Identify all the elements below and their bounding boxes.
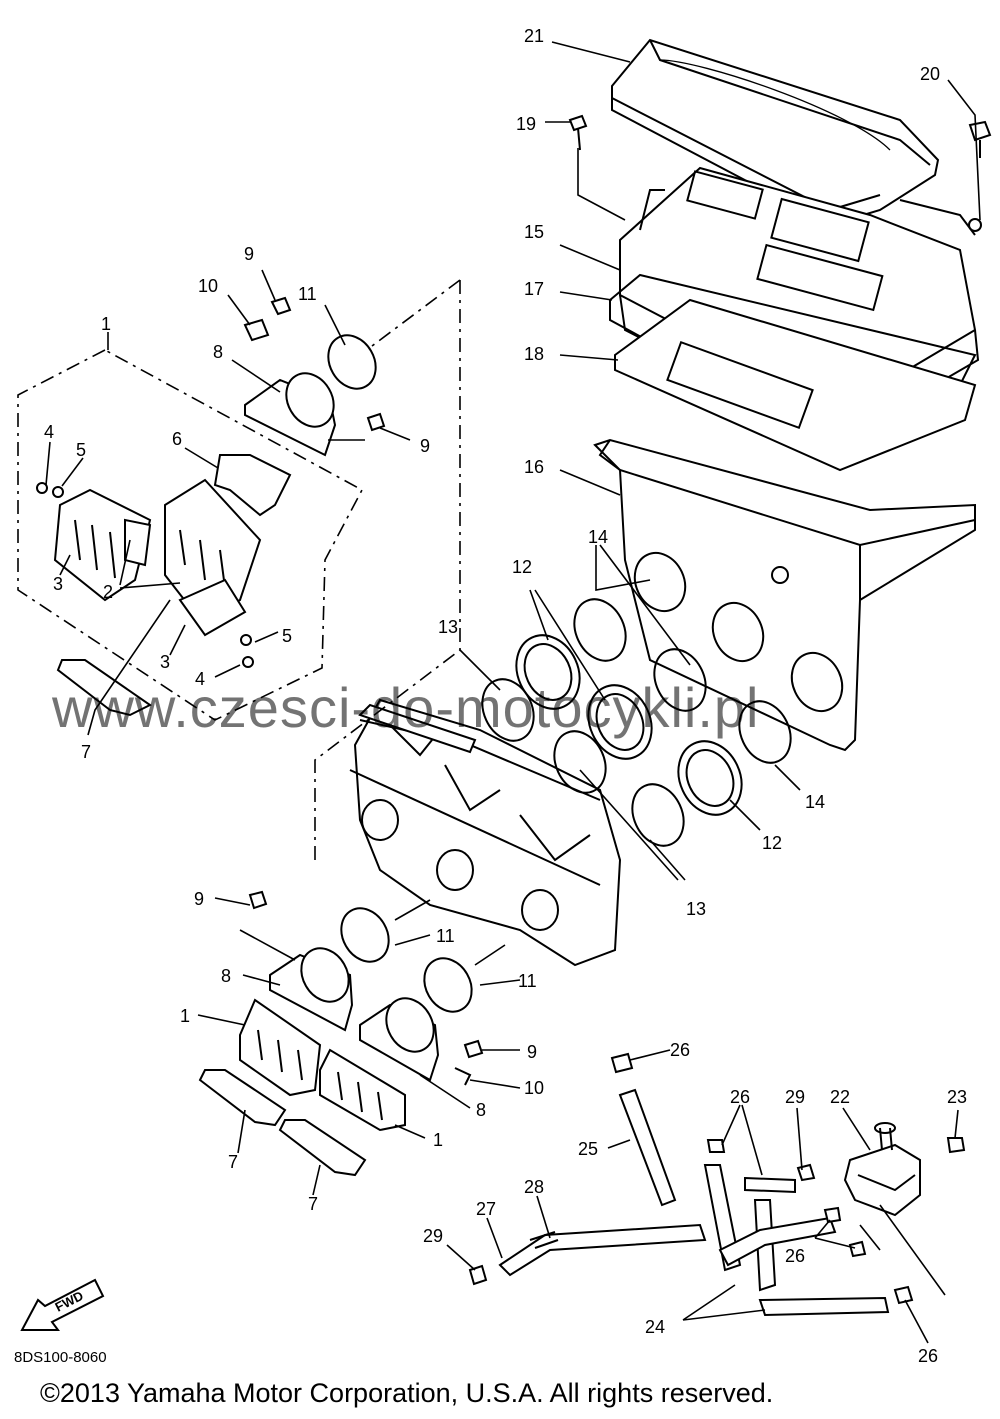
callout-21: 21 (524, 26, 544, 46)
callout-11a: 11 (298, 284, 317, 304)
air-filter-element-18 (614, 298, 977, 472)
fuel-hoses (468, 1052, 914, 1317)
callout-9b: 9 (420, 436, 430, 456)
callout-8a: 8 (213, 342, 223, 362)
callout-16: 16 (524, 457, 544, 477)
callout-29b: 29 (423, 1226, 443, 1246)
callout-29a: 29 (785, 1087, 805, 1107)
air-box-upper-case (619, 166, 982, 442)
callout-8c: 8 (476, 1100, 486, 1120)
callout-15: 15 (524, 222, 544, 242)
callout-labels: 21 20 19 15 17 18 16 14 12 13 14 12 13 9… (44, 26, 967, 1366)
reed-valve-assemblies-lower (198, 998, 406, 1177)
callout-18: 18 (524, 344, 544, 364)
callout-12b: 12 (762, 833, 782, 853)
fwd-arrow-icon: FWD (20, 1278, 105, 1331)
callout-5a: 5 (76, 440, 86, 460)
callout-26b: 26 (730, 1087, 750, 1107)
callout-4a: 4 (44, 422, 54, 442)
callout-14a: 14 (588, 527, 608, 547)
callout-10b: 10 (524, 1078, 544, 1098)
hose-clamps-13-14 (481, 598, 792, 847)
callout-13a: 13 (438, 617, 458, 637)
intake-manifold-upper (243, 296, 386, 457)
intake-group-outline (314, 279, 461, 860)
callout-5b: 5 (282, 626, 292, 646)
callout-19: 19 (516, 114, 536, 134)
callout-7a: 7 (81, 742, 91, 762)
reed-valve-assembly-left (36, 454, 292, 717)
callout-9d: 9 (527, 1042, 537, 1062)
callout-23: 23 (947, 1087, 967, 1107)
leader-lines (45, 41, 981, 1344)
air-box-lower-case (593, 438, 976, 752)
callout-25: 25 (578, 1139, 598, 1159)
callout-8b: 8 (221, 966, 231, 986)
callout-2: 2 (103, 582, 113, 602)
air-box-joint-ducts (633, 551, 844, 713)
callout-1b: 1 (180, 1006, 190, 1026)
callout-12a: 12 (512, 557, 532, 577)
callout-14b: 14 (805, 792, 825, 812)
callout-1a: 1 (101, 314, 111, 334)
callout-20: 20 (920, 64, 940, 84)
callout-9c: 9 (194, 889, 204, 909)
carburetor-assembly (349, 698, 622, 967)
reed-valve-group-outline (17, 349, 364, 721)
callout-13b: 13 (686, 899, 706, 919)
callout-10a: 10 (198, 276, 218, 296)
intake-manifolds-lower (248, 890, 484, 1086)
air-filter-cover (611, 38, 940, 227)
callout-28: 28 (524, 1177, 544, 1197)
carburetor-joints-12 (515, 634, 743, 816)
callout-7b: 7 (228, 1152, 238, 1172)
callout-26c: 26 (785, 1246, 805, 1266)
callout-11b: 11 (436, 926, 455, 946)
callout-3a: 3 (53, 574, 63, 594)
callout-26a: 26 (670, 1040, 690, 1060)
callout-6: 6 (172, 429, 182, 449)
diagram-code: 8DS100-8060 (14, 1349, 107, 1366)
callout-22: 22 (830, 1087, 850, 1107)
callout-27: 27 (476, 1199, 496, 1219)
callout-7c: 7 (308, 1194, 318, 1214)
callout-26d: 26 (918, 1346, 938, 1366)
callout-17: 17 (524, 279, 544, 299)
fuel-pump (843, 1122, 966, 1217)
callout-24: 24 (645, 1317, 665, 1337)
watermark-text: www.czesci-do-motocykli.pl (51, 676, 760, 739)
copyright-notice: ©2013 Yamaha Motor Corporation, U.S.A. A… (40, 1378, 773, 1408)
callout-11c: 11 (518, 971, 537, 991)
callout-4b: 4 (195, 669, 205, 689)
callout-9a: 9 (244, 244, 254, 264)
callout-1c: 1 (433, 1130, 443, 1150)
callout-3b: 3 (160, 652, 170, 672)
